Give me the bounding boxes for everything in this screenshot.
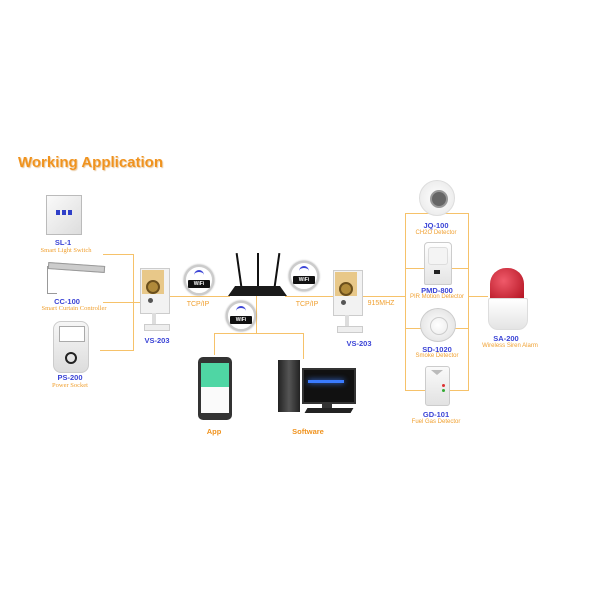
computer-image — [278, 360, 356, 416]
detector-name: Smoke Detector — [415, 353, 459, 359]
connector-line — [214, 333, 215, 355]
smoke-detector-image — [420, 308, 456, 342]
connector-line — [100, 350, 133, 351]
detector-model: PMD-800 — [421, 286, 453, 295]
connector-line — [303, 333, 304, 359]
connector-line — [103, 254, 133, 255]
device-model: PS-200 — [57, 373, 83, 382]
connector-line — [256, 296, 257, 333]
siren-model: SA-200 — [493, 334, 519, 343]
router-image — [228, 253, 288, 298]
detector-model: SD-1020 — [422, 345, 452, 354]
connector-line — [170, 296, 230, 297]
connector-line — [468, 296, 488, 297]
siren-alarm-image — [488, 268, 528, 330]
wifi-icon: WiFi — [184, 265, 214, 295]
client-label: Software — [292, 427, 324, 436]
detector-name: CH2O Detector — [415, 230, 457, 236]
page-title: Working Application — [18, 154, 163, 171]
camera-image — [140, 268, 170, 331]
connector-line — [214, 333, 304, 334]
camera-model: VS-203 — [144, 336, 170, 345]
link-label: TCP/IP — [186, 301, 210, 308]
ch2o-detector-image — [419, 180, 455, 216]
connector-line — [103, 302, 140, 303]
detector-model: GD-101 — [422, 410, 450, 419]
wifi-badge-text: WiFi — [230, 316, 252, 324]
wifi-icon: WiFi — [289, 261, 319, 291]
siren-name: Wireless Siren Alarm — [482, 343, 538, 349]
connector-line — [468, 213, 469, 391]
device-model: SL-1 — [54, 238, 72, 247]
detector-name: Fuel Gas Detector — [411, 419, 461, 425]
camera-model: VS-203 — [346, 339, 372, 348]
detector-name: PIR Motion Detector — [409, 294, 465, 300]
device-name: Power Socket — [52, 382, 88, 389]
light-switch-image — [46, 195, 82, 235]
curtain-controller-image — [45, 262, 106, 294]
client-label: App — [206, 427, 222, 436]
power-socket-image — [53, 321, 89, 373]
connector-line — [405, 213, 406, 391]
device-model: CC-100 — [54, 297, 80, 306]
rf-label: 915MHZ — [367, 300, 395, 307]
device-name: Smart Curtain Controller — [41, 305, 107, 312]
smartphone-image — [198, 357, 232, 420]
connector-line — [362, 296, 405, 297]
device-name: Smart Light Switch — [40, 247, 92, 254]
wifi-badge-text: WiFi — [293, 276, 315, 284]
link-label: TCP/IP — [295, 301, 319, 308]
detector-model: JQ-100 — [423, 221, 449, 230]
connector-line — [285, 296, 335, 297]
camera-image — [333, 270, 363, 333]
pir-motion-detector-image — [424, 242, 452, 285]
wifi-icon: WiFi — [226, 301, 256, 331]
wifi-badge-text: WiFi — [188, 280, 210, 288]
gas-detector-image — [425, 366, 450, 406]
